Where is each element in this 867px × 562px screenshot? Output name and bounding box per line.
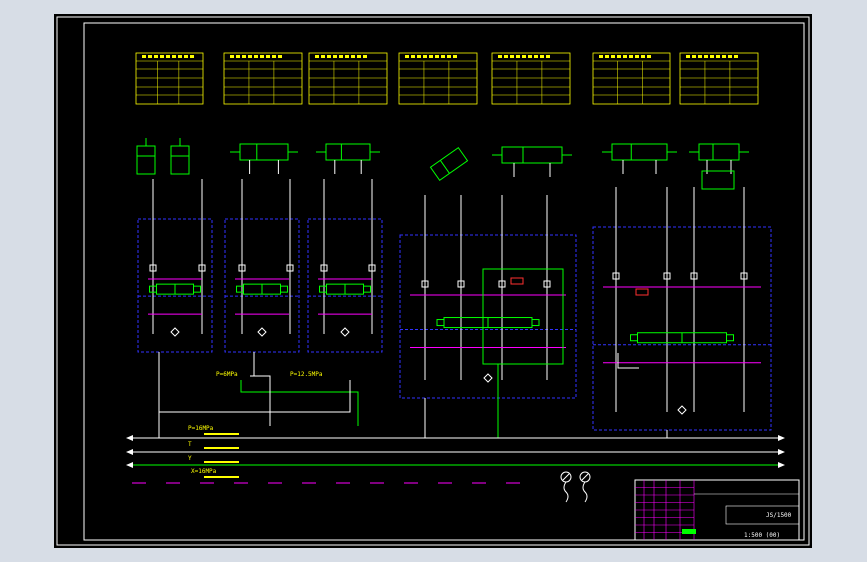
valve-tables <box>135 52 759 105</box>
check-valve-icon <box>457 280 465 288</box>
valve-table <box>398 52 478 105</box>
check-valve-icon <box>320 264 328 272</box>
valve-blocks <box>137 179 772 438</box>
scale-code: 1:500 (00) <box>744 532 780 539</box>
check-valve-icon <box>498 280 506 288</box>
valve-table <box>308 52 388 105</box>
check-valve-icon <box>740 272 748 280</box>
check-valve-icon <box>238 264 246 272</box>
tank-label: T <box>188 441 192 448</box>
solenoid-valve-icon <box>436 317 540 329</box>
hydraulic-cylinder-icon <box>689 143 749 174</box>
valve-block <box>592 187 772 431</box>
valve-table <box>223 52 303 105</box>
valve-block <box>399 195 577 399</box>
hydraulic-cylinder-icon <box>701 170 735 190</box>
check-valve-icon <box>543 280 551 288</box>
outer-frame <box>56 16 810 546</box>
drawing-number: JS/1500 <box>766 512 792 519</box>
hydraulic-cylinder-icon <box>170 138 190 175</box>
valve-block <box>307 179 383 353</box>
hydraulic-cylinder-icon <box>316 143 380 174</box>
solenoid-valve-icon <box>630 332 734 344</box>
inner-frame <box>83 22 805 541</box>
solenoid-valve-icon <box>236 283 288 295</box>
pilot-label: X=16MPa <box>191 468 217 475</box>
pressure-gauge-icon <box>579 471 591 503</box>
return-connections <box>158 268 668 438</box>
hydraulic-schematic: P=16MPa T Y X=16MPa P=6MPa P=12.5MPa JS/… <box>56 16 810 546</box>
check-valve-icon <box>612 272 620 280</box>
line-labels: P=16MPa T Y X=16MPa P=6MPa P=12.5MPa <box>188 371 323 478</box>
check-valve-icon <box>368 264 376 272</box>
hydraulic-cylinder-icon <box>230 143 298 174</box>
valve-block <box>224 179 300 353</box>
valve-table <box>679 52 759 105</box>
valve-table <box>135 52 204 105</box>
hydraulic-cylinder-icon <box>602 143 677 174</box>
reducer-label-1: P=6MPa <box>216 371 238 378</box>
title-block: JS/1500 1:500 (00) <box>634 479 800 541</box>
pressure-gauges <box>560 471 591 503</box>
drain-label: Y <box>188 455 192 462</box>
actuators <box>136 138 749 190</box>
check-valve-icon <box>286 264 294 272</box>
check-valve-icon <box>663 272 671 280</box>
pressure-gauge-icon <box>560 471 572 503</box>
check-valve-icon <box>149 264 157 272</box>
hydraulic-cylinder-icon <box>492 146 572 177</box>
valve-table <box>592 52 671 105</box>
check-valve-icon <box>421 280 429 288</box>
solenoid-valve-icon <box>319 283 371 295</box>
main-lines <box>126 435 785 484</box>
pressure-label: P=16MPa <box>188 425 214 432</box>
hydraulic-cylinder-icon <box>136 138 156 175</box>
reducer-label-2: P=12.5MPa <box>290 371 323 378</box>
check-valve-icon <box>198 264 206 272</box>
valve-block <box>137 179 213 353</box>
valve-table <box>491 52 571 105</box>
drawing-sheet: P=16MPa T Y X=16MPa P=6MPa P=12.5MPa JS/… <box>54 14 812 548</box>
solenoid-valve-icon <box>149 283 201 295</box>
check-valve-icon <box>690 272 698 280</box>
hydraulic-cylinder-icon <box>429 146 469 182</box>
